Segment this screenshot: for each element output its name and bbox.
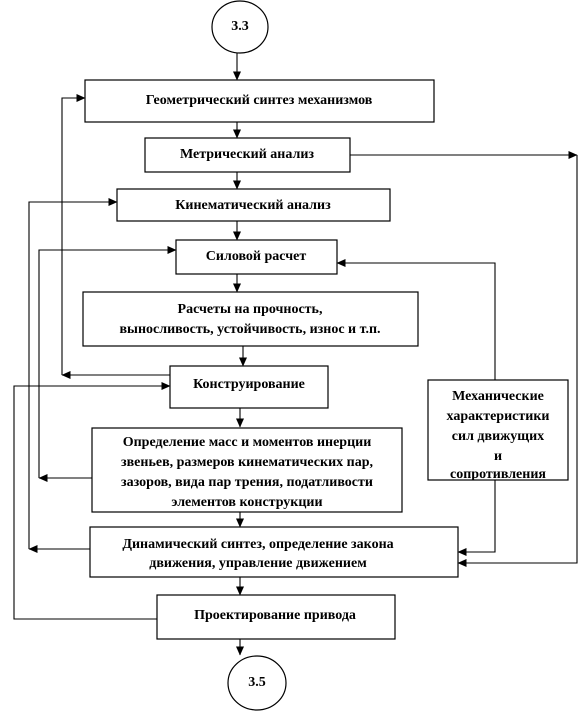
strength-calculations-block: Расчеты на прочность, выносливость, усто… [82,291,419,347]
mass-determination-line-3: зазоров, вида пар трения, податливости [121,475,373,490]
kinematic-analysis-label: Кинематический анализ [175,198,331,213]
arrow-mech-to-force [336,259,496,380]
geometric-synthesis-block: Геометрический синтез механизмов [84,79,435,123]
dynamic-synthesis-line-1: Динамический синтез, определение закона [122,537,393,552]
mechanical-characteristics-line-3: сил движущих [452,429,544,444]
force-calculation-block: Силовой расчет [175,239,338,275]
kinematic-analysis-block: Кинематический анализ [116,188,391,222]
dynamic-synthesis-block: Динамический синтез, определение закона … [89,526,459,578]
mass-determination-line-1: Определение масс и моментов инерции [123,435,372,450]
mass-determination-line-2: звеньев, размеров кинематических пар, [121,455,373,470]
drive-design-label: Проектирование привода [194,608,356,623]
design-block: Конструирование [169,365,329,409]
mass-determination-line-4: элементов конструкции [171,495,322,510]
connectors [13,53,578,656]
start-node-label: 3.3 [231,19,249,34]
mechanical-characteristics-line-5: сопротивления [450,467,546,482]
mechanical-characteristics-block: Механические характеристики сил движущих… [427,379,569,482]
mechanical-characteristics-line-4: и [494,449,502,464]
start-node: 3.3 [211,0,269,54]
arrow-right-to-dynamic [457,155,578,567]
metric-analysis-block: Метрический анализ [144,137,351,173]
design-label: Конструирование [193,377,305,392]
strength-calculations-line-2: выносливость, устойчивость, износ и т.п. [119,322,380,337]
drive-design-block: Проектирование привода [156,594,396,640]
arrow-drive-to-design [13,382,171,620]
metric-analysis-label: Метрический анализ [180,147,314,162]
arrow-feedback-to-geometric [61,94,86,375]
arrow-feedback-to-kinematic [28,198,118,549]
geometric-synthesis-label: Геометрический синтез механизмов [146,93,373,108]
arrow-mech-to-dynamic [457,480,496,556]
dynamic-synthesis-line-2: движения, управление движением [149,556,367,571]
mechanical-characteristics-line-2: характеристики [447,409,550,424]
arrow-feedback-to-force [38,246,177,478]
mechanical-characteristics-line-1: Механические [452,389,544,404]
end-node-label: 3.5 [248,675,266,690]
end-node: 3.5 [227,655,287,711]
strength-calculations-line-1: Расчеты на прочность, [178,302,323,317]
mass-determination-block: Определение масс и моментов инерции звен… [91,427,403,513]
force-calculation-label: Силовой расчет [206,249,307,264]
